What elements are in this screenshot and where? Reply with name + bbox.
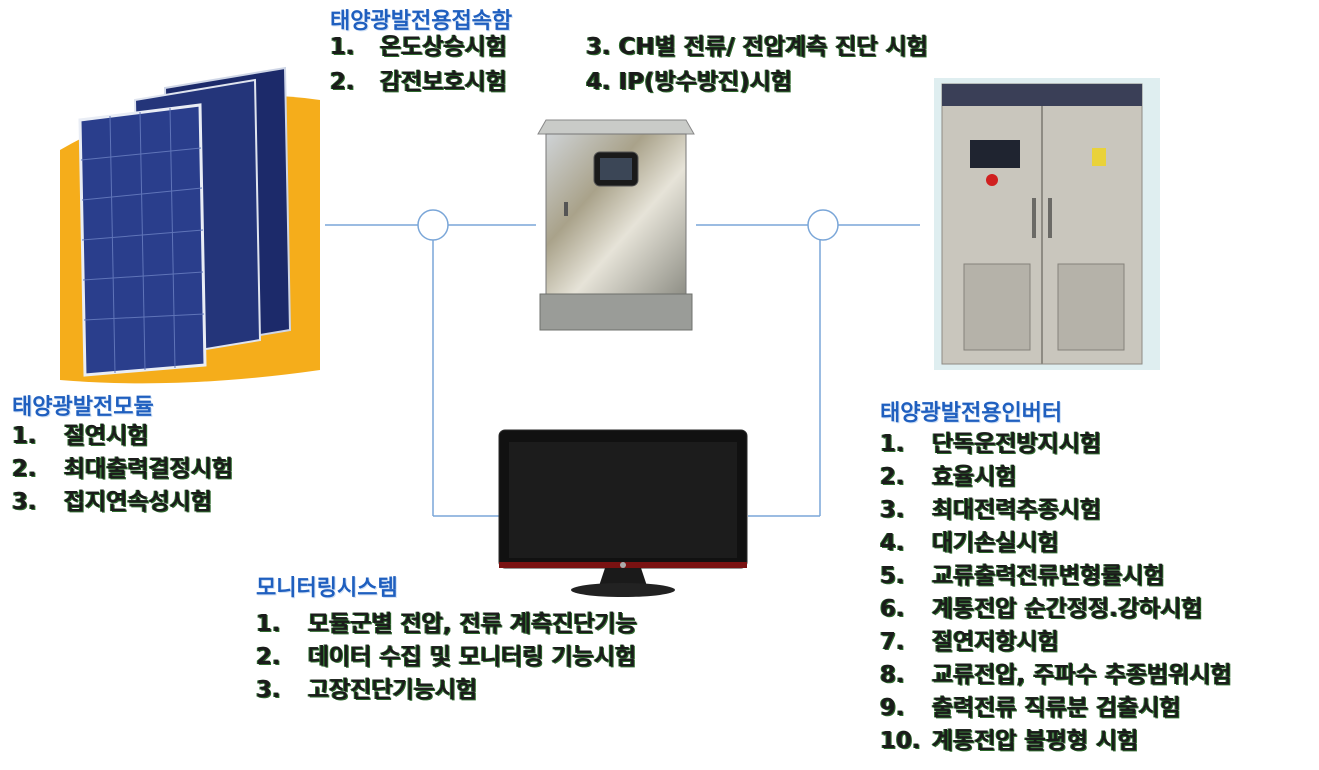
item-label: 계통전압 순간정정.강하시험 (932, 596, 1203, 622)
item-number: 1. (256, 611, 281, 637)
module-title: 태양광발전모듈 (12, 395, 154, 420)
junction-box-title: 태양광발전용접속함 (330, 9, 513, 34)
junction-box-item-number: 1. (330, 34, 355, 60)
inverter-image (934, 78, 1160, 370)
item-number: 2. (256, 644, 281, 670)
item-label: 대기손실시험 (932, 530, 1059, 556)
solar-module-image (60, 66, 320, 384)
item-label: 최대출력결정시험 (64, 456, 234, 482)
monitoring-test-list: 1. 모듈군별 전압, 전류 계측진단기능 2. 데이터 수집 및 모니터링 기능시… (256, 608, 637, 707)
item-label: 교류전압, 주파수 추종범위시험 (932, 662, 1232, 688)
junction-box-item-label: 감전보호시험 (380, 69, 507, 95)
item-label: 출력전류 직류분 검출시험 (932, 695, 1181, 721)
item-number: 5. (880, 563, 905, 589)
item-number: 3. (12, 489, 37, 515)
junction-box-row-2: 2. 감전보호시험 (330, 66, 507, 99)
item-number: 8. (880, 662, 905, 688)
inverter-title: 태양광발전용인버터 (880, 401, 1063, 426)
list-item: 3. 고장진단기능시험 (256, 674, 637, 707)
solar-panel-front (78, 103, 207, 377)
monitor-image (498, 429, 748, 597)
list-item: 7. 절연저항시험 (880, 626, 1232, 659)
junction-box-item-label: 온도상승시험 (380, 34, 507, 60)
list-item: 3. 접지연속성시험 (12, 486, 233, 519)
list-item: 5. 교류출력전류변형률시험 (880, 560, 1232, 593)
list-item: 8. 교류전압, 주파수 추종범위시험 (880, 659, 1232, 692)
list-item: 10. 계통전압 불평형 시험 (880, 725, 1232, 758)
junction-box-item-number: 4. (586, 69, 611, 95)
item-label: 교류출력전류변형률시험 (932, 563, 1165, 589)
junction-box-image (537, 119, 695, 331)
list-item: 2. 데이터 수집 및 모니터링 기능시험 (256, 641, 637, 674)
junction-box-item-label: IP(방수방진)시험 (618, 69, 793, 95)
item-number: 2. (12, 456, 37, 482)
item-number: 3. (256, 677, 281, 703)
item-label: 계통전압 불평형 시험 (932, 728, 1139, 754)
item-label: 모듈군별 전압, 전류 계측진단기능 (308, 611, 637, 637)
list-item: 1. 모듈군별 전압, 전류 계측진단기능 (256, 608, 637, 641)
item-label: 최대전력추종시험 (932, 497, 1102, 523)
item-number: 9. (880, 695, 905, 721)
junction-box-row-1b: 3. CH별 전류/ 전압계측 진단 시험 (586, 31, 928, 64)
monitoring-title: 모니터링시스템 (256, 576, 398, 601)
item-label: 고장진단기능시험 (308, 677, 478, 703)
list-item: 6. 계통전압 순간정정.강하시험 (880, 593, 1232, 626)
list-item: 4. 대기손실시험 (880, 527, 1232, 560)
list-item: 3. 최대전력추종시험 (880, 494, 1232, 527)
junction-box-item-number: 3. (586, 34, 611, 60)
module-test-list: 1. 절연시험 2. 최대출력결정시험 3. 접지연속성시험 (12, 420, 233, 519)
item-number: 6. (880, 596, 905, 622)
list-item: 9. 출력전류 직류분 검출시험 (880, 692, 1232, 725)
list-item: 1. 단독운전방지시험 (880, 428, 1232, 461)
list-item: 1. 절연시험 (12, 420, 233, 453)
item-label: 접지연속성시험 (64, 489, 213, 515)
item-number: 7. (880, 629, 905, 655)
item-label: 절연시험 (64, 423, 149, 449)
item-label: 데이터 수집 및 모니터링 기능시험 (308, 644, 637, 670)
item-number: 4. (880, 530, 905, 556)
item-number: 3. (880, 497, 905, 523)
junction-box-item-number: 2. (330, 69, 355, 95)
item-number: 1. (12, 423, 37, 449)
item-label: 단독운전방지시험 (932, 431, 1102, 457)
item-label: 효율시험 (932, 464, 1017, 490)
junction-box-item-label: CH별 전류/ 전압계측 진단 시험 (618, 34, 929, 60)
module-connector-node (417, 209, 449, 241)
junction-box-row-1: 1. 온도상승시험 (330, 31, 507, 64)
item-number: 2. (880, 464, 905, 490)
inverter-connector-node (807, 209, 839, 241)
item-number: 1. (880, 431, 905, 457)
inverter-test-list: 1. 단독운전방지시험 2. 효율시험 3. 최대전력추종시험 4. 대기손실시험 5.… (880, 428, 1232, 758)
list-item: 2. 최대출력결정시험 (12, 453, 233, 486)
item-label: 절연저항시험 (932, 629, 1059, 655)
junction-box-row-2b: 4. IP(방수방진)시험 (586, 66, 792, 99)
item-number: 10. (880, 728, 921, 754)
list-item: 2. 효율시험 (880, 461, 1232, 494)
